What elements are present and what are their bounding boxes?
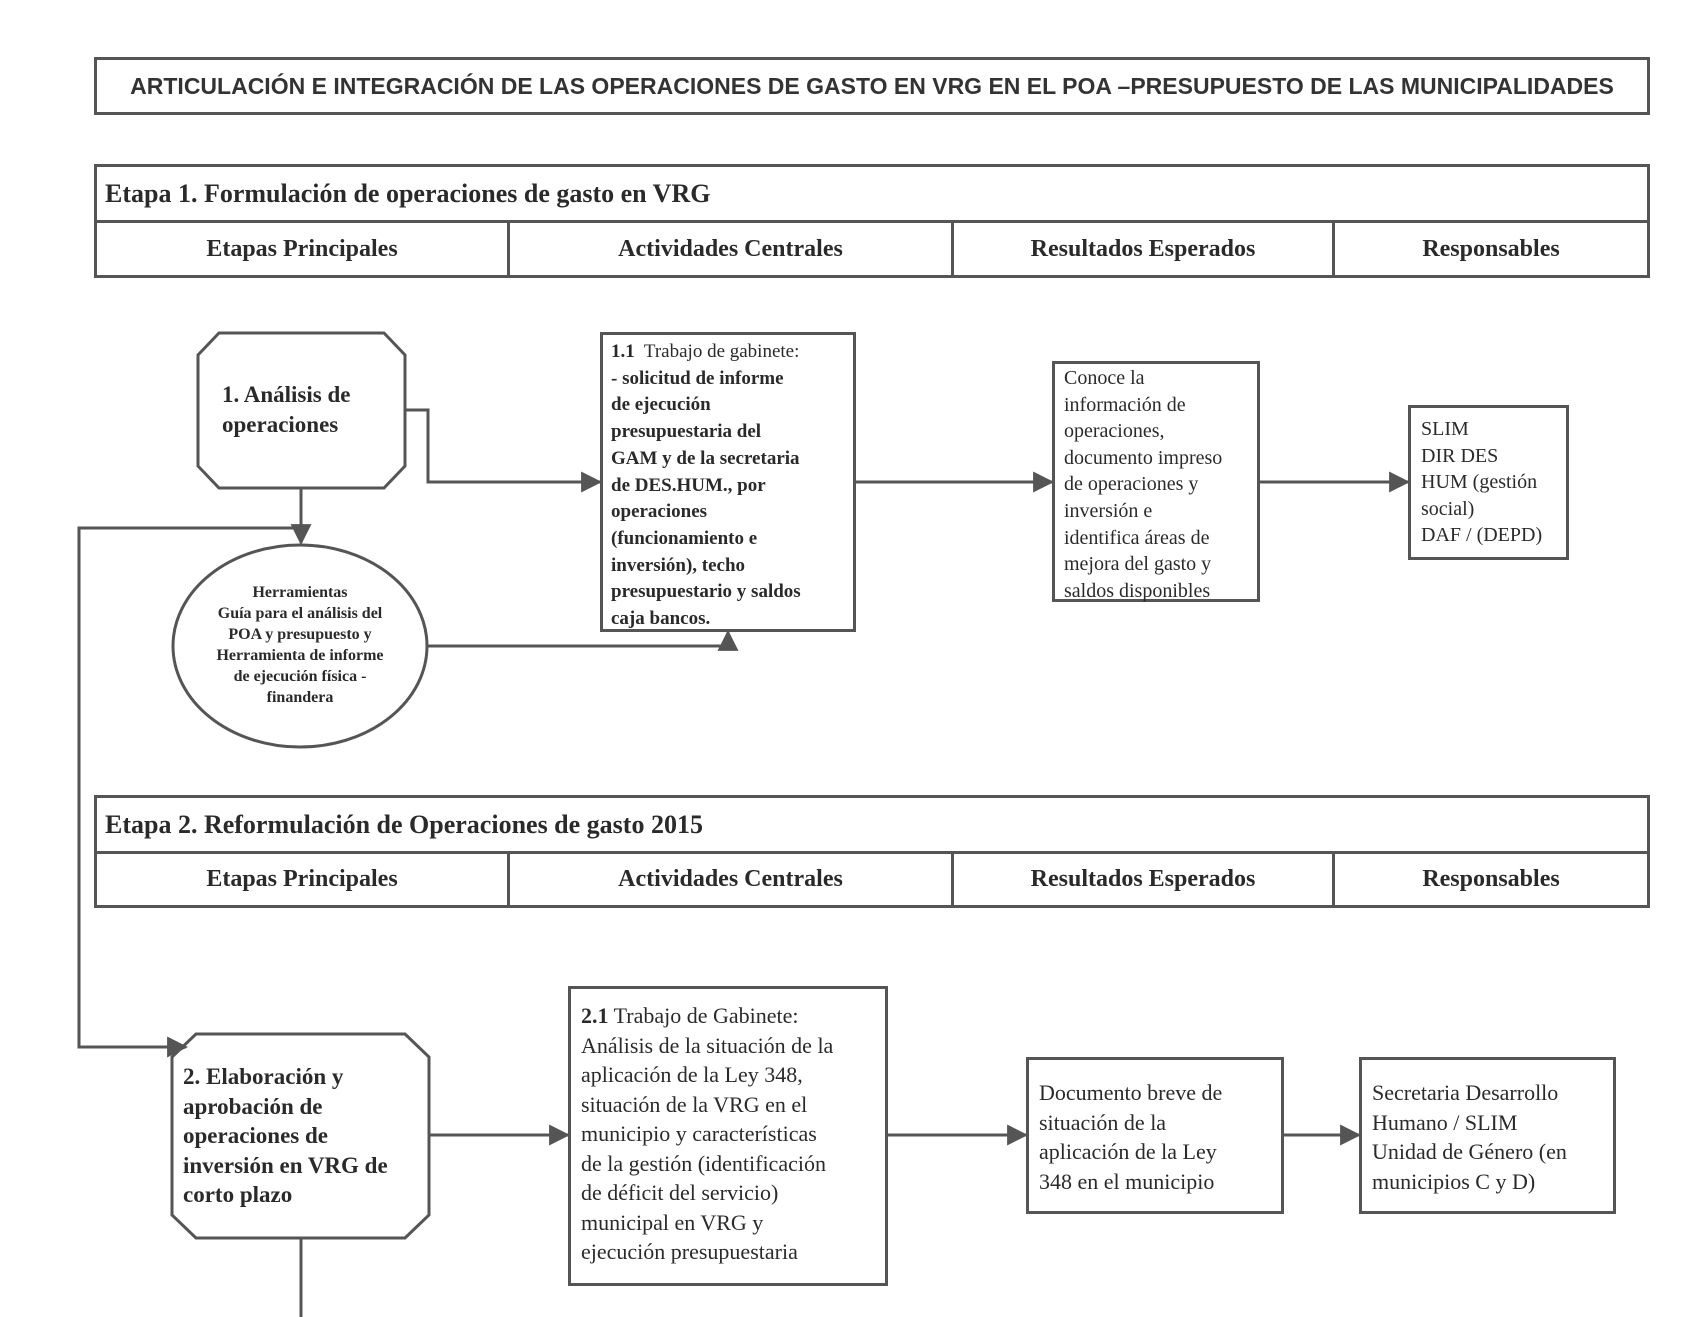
stage2-title: Etapa 2. Reformulación de Operaciones de… — [94, 795, 1650, 851]
page-title: ARTICULACIÓN E INTEGRACIÓN DE LAS OPERAC… — [94, 57, 1650, 115]
activity-2-1-box: 2.1 Trabajo de Gabinete: Análisis de la … — [568, 986, 888, 1286]
activity-2-1-number: 2.1 — [581, 1003, 609, 1028]
activity-2-1-lead: Trabajo de Gabinete: — [608, 1003, 799, 1028]
col-header-resultados: Resultados Esperados — [954, 854, 1335, 905]
activity-1-1-number: 1.1 — [611, 341, 635, 362]
col-header-actividades: Actividades Centrales — [510, 223, 954, 275]
activity-1-1-lead: Trabajo de gabinete: — [634, 341, 800, 362]
col-header-resultados: Resultados Esperados — [954, 223, 1335, 275]
stage1-column-headers: Etapas Principales Actividades Centrales… — [94, 220, 1650, 278]
arrow-node1-to-activity — [405, 408, 603, 493]
col-header-responsables: Responsables — [1422, 866, 1560, 892]
tools-label: Herramientas Guía para el análisis del P… — [216, 584, 384, 706]
col-header-etapas: Etapas Principales — [97, 223, 510, 275]
stage1-title: Etapa 1. Formulación de operaciones de g… — [94, 164, 1650, 220]
col-header-actividades: Actividades Centrales — [510, 854, 954, 905]
activity-2-1-body: Análisis de la situación de la aplicació… — [581, 1032, 834, 1265]
loop-line-left — [77, 526, 300, 1058]
col-header-etapas: Etapas Principales — [97, 854, 510, 905]
col-header-responsables: Responsables — [1422, 235, 1560, 262]
arrow-tools-to-activity — [427, 629, 739, 651]
stage2-result-box: Documento breve de situación de la aplic… — [1026, 1057, 1284, 1214]
stage2-column-headers: Etapas Principales Actividades Centrales… — [94, 851, 1650, 908]
stage1-responsible-box: SLIM DIR DES HUM (gestión social) DAF / … — [1408, 405, 1569, 560]
stage2-responsible-box: Secretaria Desarrollo Humano / SLIM Unid… — [1359, 1057, 1616, 1214]
stage2-node-label: 2. Elaboración y aprobación de operacion… — [183, 1064, 388, 1207]
stage1-node-shape — [196, 331, 407, 490]
stage2-node-shape — [170, 1032, 431, 1240]
stage1-result-box: Conoce la información de operaciones, do… — [1052, 361, 1260, 602]
activity-1-1-box: 1.1 Trabajo de gabinete: - solicitud de … — [600, 332, 856, 632]
activity-1-1-body: - solicitud de informe de ejecución pres… — [611, 367, 801, 630]
stage1-node-label: 1. Análisis de operaciones — [222, 382, 351, 437]
